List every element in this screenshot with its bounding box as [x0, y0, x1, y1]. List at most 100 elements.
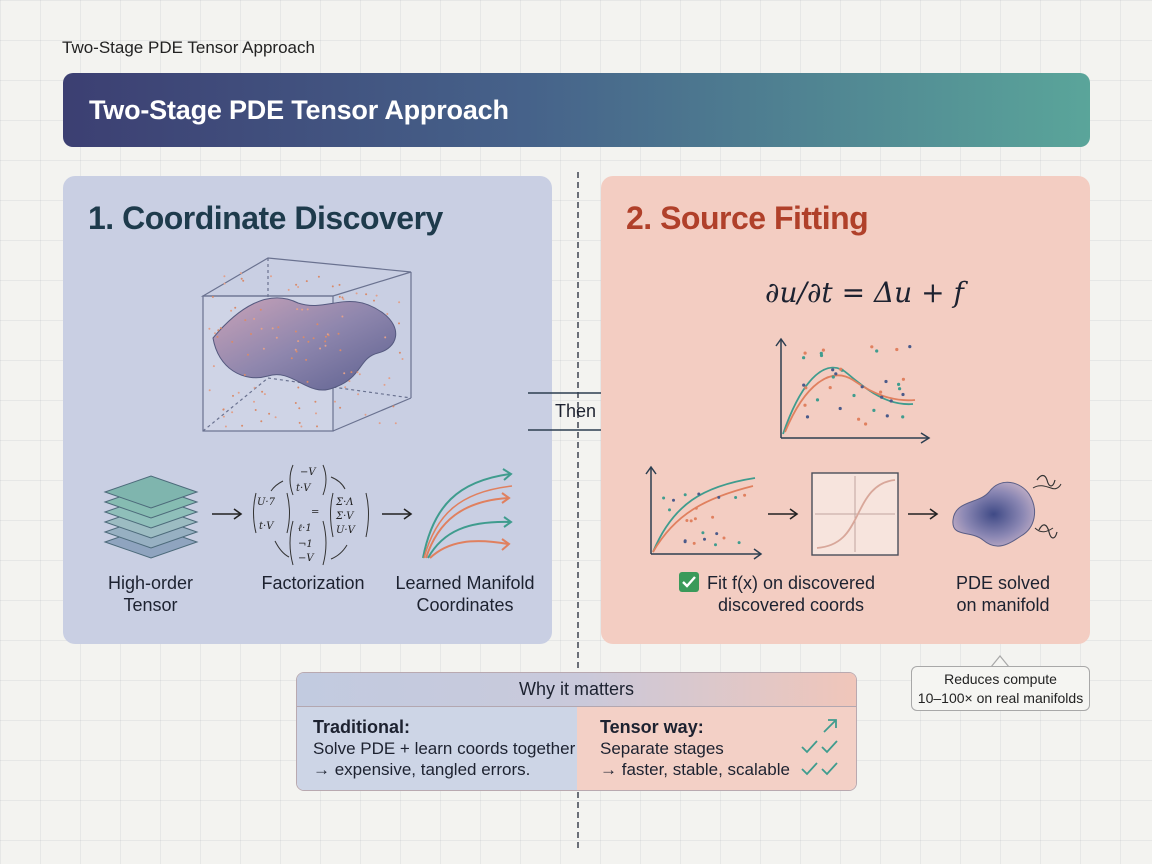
scatter-dot: [253, 386, 256, 389]
scatter-dot: [295, 283, 298, 286]
scatter-dot: [295, 350, 298, 353]
scatter-dot: [331, 285, 334, 288]
scatter-dot: [275, 336, 278, 339]
scatter-dot: [357, 393, 360, 396]
factorization-diagram: −V t·V U·7 t·V Σ·Λ Σ·V U·V ℓ·1 ¬1 −V =: [253, 464, 369, 566]
pde-equation: ∂u/∂t = Δu + f: [765, 276, 968, 309]
stage2-panel: 2. Source Fitting ∂u/∂t = Δu + f: [601, 176, 1090, 644]
scatter-dot: [223, 282, 226, 285]
scatter-dot: [737, 541, 741, 545]
scatter-dot: [243, 373, 246, 376]
scatter-dot: [250, 333, 252, 335]
function-box-icon: [811, 472, 899, 556]
scatter-dot: [306, 380, 309, 383]
scatter-dot: [254, 409, 257, 411]
factorization-label: Factorization: [261, 573, 365, 593]
scatter-dot: [316, 323, 319, 326]
svg-text:ℓ·1: ℓ·1: [298, 523, 312, 534]
scatter-dot: [694, 506, 698, 510]
double-check-icon: [801, 762, 838, 776]
scatter-dot: [803, 403, 807, 407]
scatter-dot: [879, 390, 883, 394]
scatter-dot: [319, 347, 322, 350]
scatter-dot: [232, 394, 234, 397]
scatter-dot: [234, 306, 237, 309]
growth-chart-illustration: [645, 465, 763, 560]
scatter-dot: [715, 532, 719, 536]
scatter-dot: [852, 393, 856, 398]
scatter-dot: [297, 386, 300, 389]
scatter-dot: [375, 294, 378, 297]
scatter-dot: [324, 335, 327, 338]
scatter-dot: [908, 345, 912, 349]
scatter-dot: [270, 275, 272, 278]
svg-text:t·V: t·V: [259, 521, 275, 532]
scatter-dot: [344, 386, 347, 389]
stage1-panel: 1. Coordinate Discovery: [63, 176, 552, 644]
scatter-dot: [701, 531, 705, 535]
scatter-dot: [386, 313, 389, 315]
svg-text:U·7: U·7: [257, 497, 276, 508]
scatter-dot: [290, 357, 293, 360]
scatter-dot: [860, 385, 864, 389]
scatter-dot: [260, 327, 263, 330]
scatter-dot: [703, 537, 706, 541]
scatter-dot: [834, 372, 838, 376]
scatter-dot: [302, 336, 305, 339]
double-check-icon: [801, 740, 838, 754]
scatter-dot: [324, 340, 327, 343]
solved-manifold-icon: [952, 474, 1062, 547]
scatter-dot: [253, 317, 256, 320]
scatter-dot: [364, 413, 367, 416]
scatter-dot: [326, 333, 329, 336]
scatter-dot: [889, 399, 893, 403]
scatter-dot: [898, 387, 902, 391]
scatter-dot: [392, 405, 395, 408]
scatter-dot: [697, 492, 701, 496]
arrow-right-icon: [382, 508, 413, 520]
scatter-dot: [828, 386, 832, 390]
scatter-dot: [339, 349, 342, 352]
scatter-dot: [815, 398, 820, 402]
scatter-dot: [334, 400, 336, 403]
scatter-dot: [398, 351, 401, 354]
scatter-dot: [872, 408, 876, 412]
scatter-dot: [839, 367, 843, 371]
pde-solved-label: PDE solved on manifold: [955, 573, 1051, 615]
scatter-dot: [802, 383, 806, 387]
traditional-line-1: Solve PDE + learn coords together: [313, 739, 576, 758]
scatter-dot: [683, 540, 687, 544]
scatter-dot: [838, 406, 842, 411]
scatter-dot: [870, 345, 874, 349]
scatter-dot: [901, 392, 905, 397]
scatter-dot: [365, 293, 368, 296]
scatter-dot: [222, 408, 225, 411]
fit-label: Fit f(x) on discovered discovered coords: [706, 573, 876, 615]
scatter-dot: [271, 327, 274, 330]
scatter-dot: [717, 495, 721, 499]
scatter-dot: [324, 344, 327, 347]
top-caption: Two-Stage PDE Tensor Approach: [62, 38, 315, 57]
svg-text:=: =: [311, 507, 319, 518]
scatter-dot: [260, 420, 263, 423]
scatter-dot: [692, 541, 696, 545]
scatter-dot: [356, 371, 359, 374]
scatter-dot: [384, 336, 387, 339]
scatter-dot: [307, 340, 310, 343]
scatter-dot: [398, 322, 400, 325]
scatter-dot: [672, 498, 675, 502]
svg-text:U·V: U·V: [336, 525, 357, 536]
scatter-dot: [219, 327, 222, 330]
scatter-dot: [805, 415, 810, 419]
scatter-dot: [341, 296, 344, 299]
scatter-dot: [315, 412, 317, 415]
stage2-title: 2. Source Fitting: [626, 200, 869, 236]
traditional-title: Traditional:: [313, 717, 411, 737]
scatter-dot: [734, 496, 738, 499]
scatter-dot: [300, 425, 303, 428]
note-pointer: [990, 655, 1010, 668]
scatter-dot: [722, 536, 726, 540]
scatter-dot: [231, 340, 234, 343]
scatter-dot: [208, 389, 211, 392]
scatter-dot: [305, 280, 308, 283]
